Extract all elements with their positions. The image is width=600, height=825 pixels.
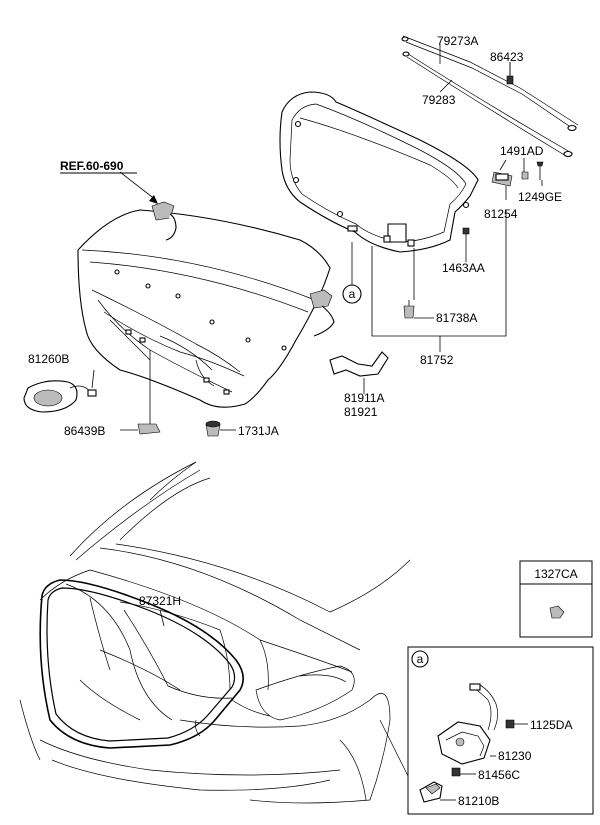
label-81921: 81921	[344, 405, 378, 419]
plug-1731JA	[205, 420, 221, 437]
bracket-81911A	[329, 351, 389, 377]
screw-1249GE	[536, 161, 544, 180]
callout-a-label: a	[349, 287, 356, 301]
weatherstrip-87321H	[39, 579, 244, 749]
label-1491AD: 1491AD	[500, 144, 544, 158]
inset-1327CA: 1327CA	[519, 560, 593, 638]
part-labels: 79273A 86423 79283 1491AD 1249GE 81254 1…	[28, 34, 562, 608]
label-79283: 79283	[422, 93, 456, 107]
trunk-lid-outer	[77, 209, 331, 408]
nut-1463AA	[462, 227, 470, 235]
label-81254: 81254	[484, 207, 518, 221]
label-81911A: 81911A	[344, 391, 384, 405]
label-81752: 81752	[420, 353, 454, 367]
label-1463AA: 1463AA	[442, 261, 485, 275]
label-86439B: 86439B	[64, 424, 105, 438]
screw-1491AD	[521, 171, 529, 180]
hinge-right	[309, 289, 335, 337]
label-81210B: 81210B	[458, 794, 499, 808]
label-81456C: 81456C	[478, 768, 520, 782]
grommet-81738A	[403, 300, 415, 319]
label-81260B: 81260B	[28, 352, 69, 366]
detail-box-a-label: a	[417, 652, 424, 666]
detail-box-a: a	[407, 646, 594, 815]
reference-label: REF.60-690	[60, 159, 124, 173]
label-87321H: 87321H	[139, 594, 181, 608]
hinge-left	[151, 201, 177, 241]
leader-87321H	[159, 609, 165, 627]
label-1731JA: 1731JA	[238, 424, 279, 438]
callout-a: a	[342, 284, 362, 304]
bumper-86439B	[137, 423, 161, 435]
detail-labels: 1125DA 81230 81456C 81210B	[458, 718, 572, 808]
label-1125DA: 1125DA	[530, 718, 572, 732]
car-rear-body	[19, 461, 421, 804]
label-79273A: 79273A	[437, 34, 478, 48]
trunk-stay-rods	[401, 35, 579, 158]
switch-81254	[491, 171, 513, 187]
label-86423: 86423	[490, 50, 524, 64]
trunk-lid-inner-panel	[279, 91, 479, 253]
inset-1327CA-label: 1327CA	[534, 567, 577, 581]
label-81230: 81230	[498, 749, 532, 763]
label-81738A: 81738A	[436, 311, 477, 325]
ref-arrow	[119, 171, 158, 204]
lamp-81260B	[23, 380, 97, 413]
label-1249GE: 1249GE	[518, 190, 562, 204]
leader-lines	[91, 44, 543, 431]
